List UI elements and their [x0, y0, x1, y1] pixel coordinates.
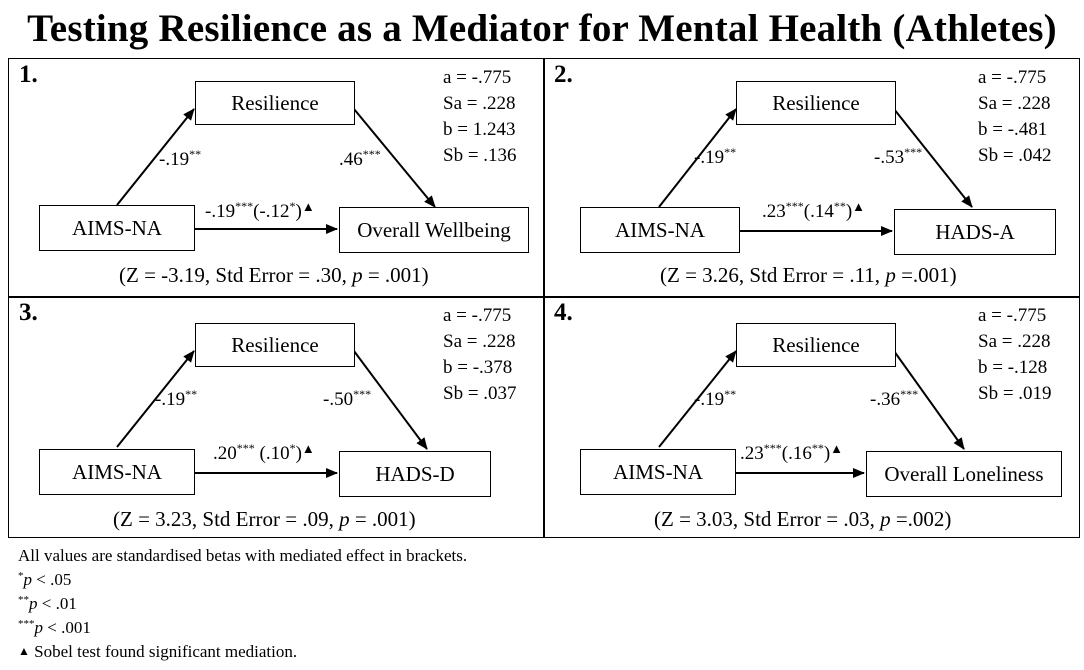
panel-2: 2. a = -.775 Sa = .228 b = -.481 Sb = .0…: [543, 58, 1080, 298]
footnote-standardised: All values are standardised betas with m…: [18, 546, 468, 565]
outcome-box: HADS-A: [894, 209, 1056, 255]
significant-mediation-marker: ▲: [301, 199, 315, 214]
stat-a: a = -.775: [443, 67, 512, 88]
mediator-box: Resilience: [736, 323, 896, 367]
arrow-b: [353, 108, 436, 208]
mediator-box: Resilience: [195, 323, 355, 367]
footnote-sig-05: *p < .05: [18, 570, 72, 589]
stats-block: a = -.775 Sa = .228 b = 1.243 Sb = .136: [443, 65, 517, 169]
predictor-box: AIMS-NA: [39, 205, 195, 251]
mediator-box: Resilience: [195, 81, 355, 125]
stat-b: b = -.378: [443, 357, 513, 378]
arrow-b: [893, 350, 965, 450]
stat-a: a = -.775: [978, 67, 1047, 88]
sobel-result: (Z = 3.26, Std Error = .11, p =.001): [660, 263, 957, 287]
predictor-box: AIMS-NA: [39, 449, 195, 495]
stat-sa: Sa = .228: [443, 93, 516, 114]
footnote-sobel: ▲ Sobel test found significant mediation…: [18, 642, 298, 661]
outcome-box: HADS-D: [339, 451, 491, 497]
predictor-box: AIMS-NA: [580, 449, 736, 495]
arrow-a: [658, 350, 737, 448]
footnote-sig-001: ***p < .001: [18, 618, 91, 637]
stat-b: b = -.128: [978, 357, 1048, 378]
footnote-sig-01: **p < .01: [18, 594, 77, 613]
page-title: Testing Resilience as a Mediator for Men…: [27, 7, 1057, 50]
arrow-b: [353, 350, 428, 450]
path-a-label: -.19**: [159, 147, 202, 170]
predictor-box: AIMS-NA: [580, 207, 740, 253]
stat-sb: Sb = .136: [443, 145, 517, 166]
path-b-label: .46***: [339, 147, 381, 170]
panel-number: 4.: [554, 299, 573, 326]
panel-number: 2.: [554, 61, 573, 88]
path-a-label: -.19**: [694, 145, 737, 168]
stats-block: a = -.775 Sa = .228 b = -.481 Sb = .042: [978, 65, 1052, 169]
stats-block: a = -.775 Sa = .228 b = -.128 Sb = .019: [978, 303, 1052, 407]
path-c-label: .23***(.14**)▲: [762, 199, 866, 222]
significant-mediation-marker: ▲: [830, 441, 844, 456]
mediation-panel-grid: 1. a = -.775 Sa = .228 b = 1.243 Sb = .1…: [8, 58, 1080, 538]
stat-sa: Sa = .228: [978, 93, 1051, 114]
outcome-box: Overall Wellbeing: [339, 207, 529, 253]
outcome-box: Overall Loneliness: [866, 451, 1062, 497]
stat-a: a = -.775: [978, 305, 1047, 326]
sobel-result: (Z = 3.23, Std Error = .09, p = .001): [113, 507, 416, 531]
path-c-label: -.19***(-.12*)▲: [205, 199, 315, 222]
sobel-result: (Z = -3.19, Std Error = .30, p = .001): [119, 263, 429, 287]
path-arrows: [658, 108, 973, 236]
path-a-label: -.19**: [694, 387, 737, 410]
panel-4: 4. a = -.775 Sa = .228 b = -.128 Sb = .0…: [543, 296, 1080, 538]
stats-block: a = -.775 Sa = .228 b = -.378 Sb = .037: [443, 303, 517, 407]
path-arrows: [116, 350, 428, 478]
panel-number: 3.: [19, 299, 38, 326]
panel-3: 3. a = -.775 Sa = .228 b = -.378 Sb = .0…: [8, 296, 545, 538]
stat-a: a = -.775: [443, 305, 512, 326]
sobel-result: (Z = 3.03, Std Error = .03, p =.002): [654, 507, 952, 531]
arrow-a: [116, 108, 195, 206]
stat-sa: Sa = .228: [443, 331, 516, 352]
arrow-a: [116, 350, 195, 448]
path-b-label: -.36***: [870, 387, 919, 410]
path-arrows: [116, 108, 436, 234]
path-c-label: .23***(.16**)▲: [740, 441, 844, 464]
path-arrows: [658, 350, 965, 478]
path-b-label: -.50***: [323, 387, 372, 410]
stat-b: b = 1.243: [443, 119, 516, 140]
significant-mediation-marker: ▲: [301, 441, 315, 456]
stat-b: b = -.481: [978, 119, 1048, 140]
stat-sb: Sb = .019: [978, 383, 1052, 404]
arrow-b: [893, 108, 973, 208]
path-a-label: -.19**: [155, 387, 198, 410]
panel-1: 1. a = -.775 Sa = .228 b = 1.243 Sb = .1…: [8, 58, 545, 298]
mediator-box: Resilience: [736, 81, 896, 125]
arrow-a: [658, 108, 737, 208]
stat-sb: Sb = .037: [443, 383, 517, 404]
panel-number: 1.: [19, 61, 38, 88]
path-b-label: -.53***: [874, 145, 923, 168]
significant-mediation-marker: ▲: [852, 199, 866, 214]
stat-sa: Sa = .228: [978, 331, 1051, 352]
stat-sb: Sb = .042: [978, 145, 1052, 166]
path-c-label: .20*** (.10*)▲: [213, 441, 315, 464]
sobel-marker-icon: ▲: [18, 644, 30, 658]
